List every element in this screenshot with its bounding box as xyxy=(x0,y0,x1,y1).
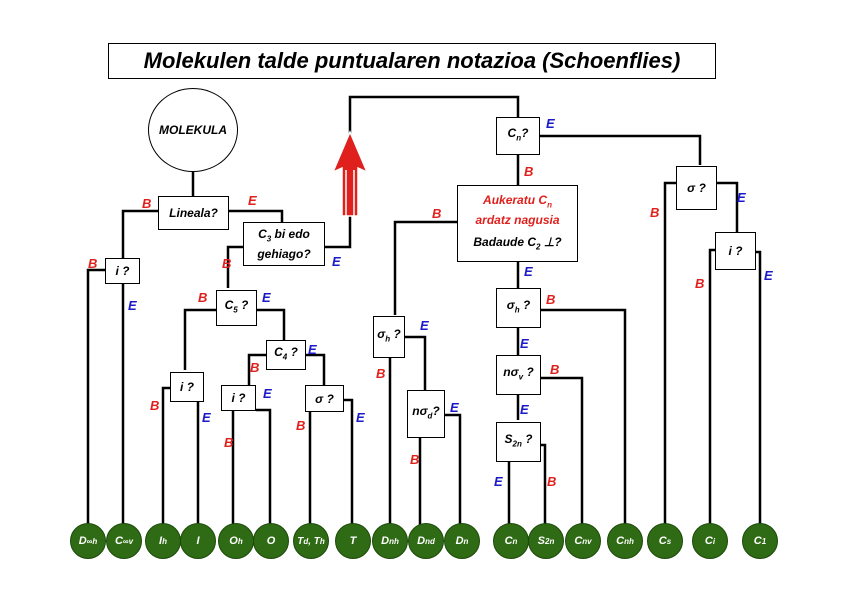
label-e-nsigma-d: E xyxy=(450,400,459,415)
label-b-lineala: B xyxy=(142,196,152,211)
label-b-cn: B xyxy=(524,164,534,179)
label-e-cn: E xyxy=(546,116,555,131)
label-b-sigma-h-left: B xyxy=(376,366,386,381)
leaf-t: T xyxy=(335,523,371,559)
label-b-sigma-right: B xyxy=(650,205,660,220)
label-e-nsigma-v: E xyxy=(520,402,529,417)
leaf-i: I xyxy=(180,523,216,559)
label-e-i-c5: E xyxy=(202,410,211,425)
c5-node: C5 ? xyxy=(216,290,257,326)
label-e-i-linear: E xyxy=(128,298,137,313)
cn-node: Cn? xyxy=(496,117,540,155)
label-e-c3: E xyxy=(332,254,341,269)
label-e-s2n-left: E xyxy=(494,474,503,489)
diagram-title: Molekulen talde puntualaren notazioa (Sc… xyxy=(108,43,716,79)
sigma-c4-node: σ ? xyxy=(305,385,344,412)
label-e-lineala: E xyxy=(248,193,257,208)
nsigma-d-node: nσd? xyxy=(407,390,445,438)
label-b-c4: B xyxy=(250,360,260,375)
aukeratu-node: Aukeratu Cn ardatz nagusia Badaude C2 ⊥? xyxy=(457,185,578,262)
leaf-o: O xyxy=(253,523,289,559)
sigma-h-left-node: σh ? xyxy=(373,316,405,358)
lineala-node: Lineala? xyxy=(158,196,229,230)
leaf-d-inf-h: D∞h xyxy=(70,523,106,559)
molekula-node: MOLEKULA xyxy=(148,88,238,172)
label-b-nsigma-v: B xyxy=(550,362,560,377)
label-e-sigma-c4: E xyxy=(356,410,365,425)
c3-bi-edo-gehiago-node: C3 bi edo gehiago? xyxy=(243,222,325,266)
nsigma-v-node: nσv ? xyxy=(496,355,541,395)
up-arrow-icon xyxy=(331,130,369,217)
label-e-sigma-h-mid: E xyxy=(520,336,529,351)
i-linear-node: i ? xyxy=(105,258,140,284)
label-b-nsigma-d: B xyxy=(410,452,420,467)
leaf-c-inf-v: C∞v xyxy=(106,523,142,559)
label-e-sigma-h-left: E xyxy=(420,318,429,333)
s2n-node: S2n ? xyxy=(496,422,541,462)
label-e-aukeratu: E xyxy=(524,264,533,279)
label-b-i-c4: B xyxy=(224,435,234,450)
label-b-sigma-h-mid: B xyxy=(546,292,556,307)
label-b-sigma-c4: B xyxy=(296,418,306,433)
label-b-s2n: B xyxy=(547,474,557,489)
label-b-i-right: B xyxy=(695,276,705,291)
c4-node: C4 ? xyxy=(266,340,306,370)
label-e-i-c4: E xyxy=(263,386,272,401)
label-e-sigma-right: E xyxy=(737,190,746,205)
label-e-i-right: E xyxy=(764,268,773,283)
sigma-h-mid-node: σh ? xyxy=(496,288,541,328)
i-c5-node: i ? xyxy=(170,372,204,402)
label-b-i-c5: B xyxy=(150,398,160,413)
label-b-i-linear: B xyxy=(88,256,98,271)
label-b-c3: B xyxy=(222,256,232,271)
i-right-node: i ? xyxy=(715,232,756,270)
i-c4-node: i ? xyxy=(221,385,256,411)
label-b-c5: B xyxy=(198,290,208,305)
sigma-right-node: σ ? xyxy=(676,166,717,210)
label-e-c4: E xyxy=(308,342,317,357)
label-e-c5: E xyxy=(262,290,271,305)
label-b-aukeratu: B xyxy=(432,206,442,221)
